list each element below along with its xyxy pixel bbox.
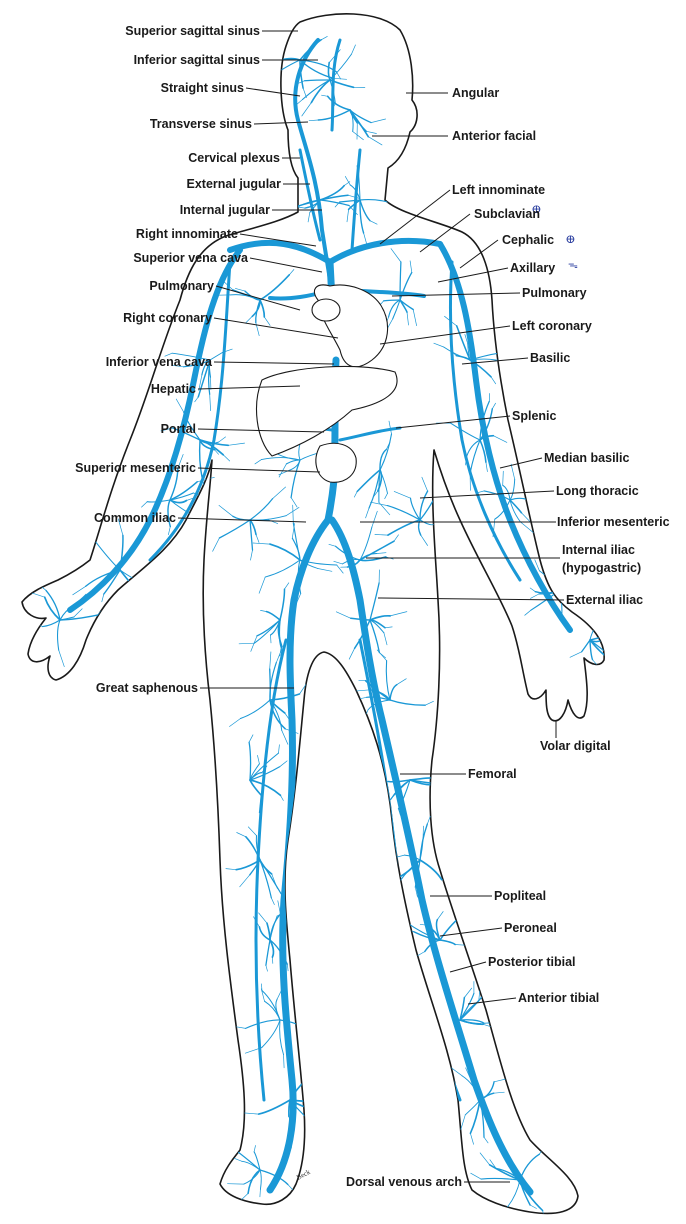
vein-capillary (615, 662, 621, 666)
label-superior-sagittal-sinus: Superior sagittal sinus (125, 24, 260, 38)
label-left-innominate: Left innominate (452, 183, 545, 197)
label-cephalic: Cephalic (502, 233, 554, 247)
label-long-thoracic: Long thoracic (556, 484, 639, 498)
vein-capillary (529, 499, 546, 501)
vein-capillary (144, 597, 149, 604)
label-anterior-tibial: Anterior tibial (518, 991, 599, 1005)
ink-mark: ⴲ (566, 235, 575, 246)
right-lung-blob (312, 299, 340, 321)
label-right-coronary: Right coronary (123, 311, 212, 325)
vein-capillary (604, 635, 608, 639)
label-anterior-facial: Anterior facial (452, 129, 536, 143)
vein-capillary (435, 782, 441, 785)
label-superior-vena-cava: Superior vena cava (133, 251, 249, 265)
vein-capillary (225, 1143, 237, 1151)
vein-capillary (465, 910, 481, 913)
vein-capillary (93, 534, 95, 540)
label-external-jugular: External jugular (187, 177, 282, 191)
vein-capillary (290, 1100, 328, 1101)
vein-capillary (151, 588, 162, 596)
vein-capillary (317, 1127, 326, 1132)
label-basilic: Basilic (530, 351, 570, 365)
vein-capillary (445, 782, 462, 784)
vein-capillary (361, 710, 368, 726)
vein-capillary (504, 346, 520, 353)
label-right-innominate: Right innominate (136, 227, 238, 241)
label-femoral: Femoral (468, 767, 517, 781)
vein-capillary (397, 880, 400, 896)
vein-capillary (264, 71, 275, 74)
vein-capillary (485, 992, 492, 993)
vein-capillary (134, 587, 138, 601)
label-inferior-mesenteric: Inferior mesenteric (557, 515, 670, 529)
vein-capillary (435, 516, 449, 524)
label-peroneal: Peroneal (504, 921, 557, 935)
label-inferior-vena-cava: Inferior vena cava (106, 355, 213, 369)
label-transverse-sinus: Transverse sinus (150, 117, 252, 131)
stomach-outline (316, 443, 356, 482)
vein-capillary (399, 905, 406, 921)
label-common-iliac: Common iliac (94, 511, 176, 525)
ink-mark: ᯓ (568, 260, 578, 271)
label-median-basilic: Median basilic (544, 451, 629, 465)
label-internal-jugular: Internal jugular (180, 203, 270, 217)
vein-capillary (387, 878, 397, 886)
vein-capillary (271, 635, 272, 643)
label-portal: Portal (161, 422, 196, 436)
vein-capillary (384, 803, 388, 808)
label-subclavian: Subclavian (474, 207, 540, 221)
label-dorsal-venous-arch: Dorsal venous arch (346, 1175, 462, 1189)
vein-capillary (306, 1027, 313, 1028)
label-volar-digital: Volar digital (540, 739, 611, 753)
label-pulmonary-right: Pulmonary (149, 279, 214, 293)
label-cervical-plexus: Cervical plexus (188, 151, 280, 165)
label-inferior-sagittal-sinus: Inferior sagittal sinus (134, 53, 260, 67)
label-left-coronary: Left coronary (512, 319, 592, 333)
label-hepatic: Hepatic (151, 382, 196, 396)
label-angular: Angular (452, 86, 499, 100)
vein-capillary (620, 663, 625, 673)
label-pulmonary-left: Pulmonary (522, 286, 587, 300)
vein-capillary (315, 1061, 323, 1074)
vein-capillary (260, 1189, 261, 1196)
vein-capillary (399, 200, 412, 205)
label-internal-iliac-line2: (hypogastric) (562, 561, 641, 575)
vein-capillary (270, 669, 271, 700)
label-popliteal: Popliteal (494, 889, 546, 903)
label-posterior-tibial: Posterior tibial (488, 955, 576, 969)
label-axillary: Axillary (510, 261, 555, 275)
label-straight-sinus: Straight sinus (161, 81, 244, 95)
vein-capillary (502, 1209, 506, 1221)
label-splenic: Splenic (512, 409, 557, 423)
vein-capillary (623, 617, 631, 626)
label-internal-iliac-line1: Internal iliac (562, 543, 635, 557)
label-great-saphenous: Great saphenous (96, 681, 198, 695)
label-external-iliac: External iliac (566, 593, 643, 607)
label-superior-mesenteric: Superior mesenteric (75, 461, 196, 475)
vein-capillary (320, 1112, 327, 1121)
